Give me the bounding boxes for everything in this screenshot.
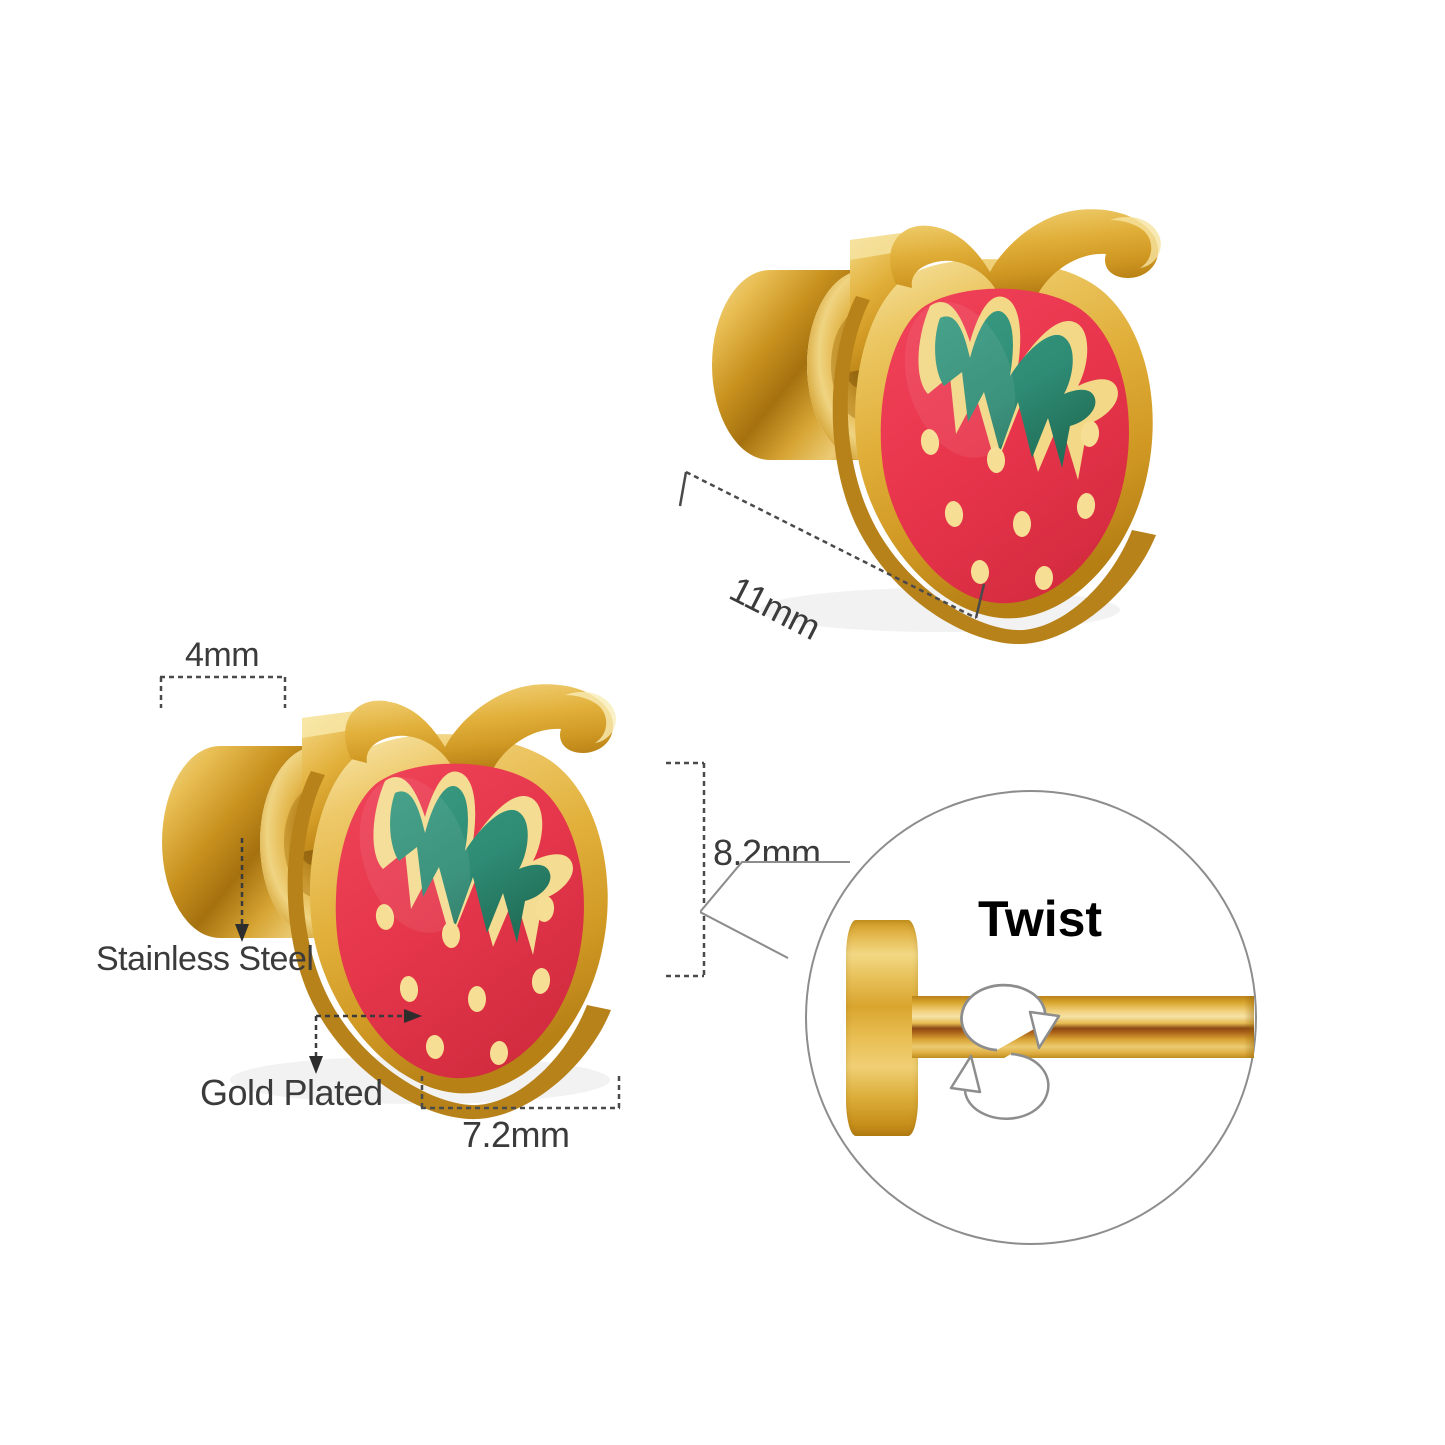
dimension-charm-height: [662, 760, 708, 980]
callout-tail: [698, 850, 890, 1025]
stainless-steel-arrow-icon: [235, 838, 249, 942]
charm-seeds: [375, 896, 555, 1065]
label-gold-plated: Gold Plated: [200, 1072, 383, 1113]
strawberry-charm: [832, 209, 1161, 645]
charm-leaf: [373, 771, 573, 955]
charm-leaf: [918, 296, 1118, 480]
dimension-post-length: [158, 674, 288, 714]
dimension-4mm-bracket: [159, 675, 287, 708]
earring-bottom-left-graphic: [162, 684, 616, 1120]
rotate-arrows-graphic: [949, 983, 1061, 1121]
earring-top-right: [690, 180, 1220, 650]
earring-top-right-graphic: [712, 209, 1161, 645]
charm-stem: [890, 209, 1161, 298]
dimension-72mm-bracket: [420, 1076, 621, 1110]
callout-tail-shape: [698, 861, 850, 959]
screw-back-disc-side-icon: [846, 920, 918, 1136]
leader-stainless-steel: [228, 838, 258, 946]
charm-seeds: [920, 421, 1100, 590]
leader-gold-plated: [300, 1008, 430, 1080]
strawberry-charm: [287, 684, 616, 1120]
earring-bottom-left: [140, 620, 700, 1120]
rotate-arrows-icon: [935, 930, 1075, 1135]
enamel-highlight: [904, 302, 1016, 458]
enamel-highlight: [359, 777, 471, 933]
dimension-4mm-label: 4mm: [185, 636, 260, 674]
label-stainless-steel: Stainless Steel: [96, 940, 314, 978]
dimension-82mm-bracket: [666, 761, 706, 978]
dimension-overall-length: [678, 466, 1008, 666]
dimension-11mm-bracket: [678, 470, 986, 620]
dimension-72mm-label: 7.2mm: [462, 1114, 570, 1155]
charm-stem: [345, 684, 616, 773]
dimension-charm-width: [418, 1072, 623, 1112]
twist-action-label: Twist: [978, 891, 1103, 947]
gold-plated-arrow-icon: [309, 1009, 422, 1074]
